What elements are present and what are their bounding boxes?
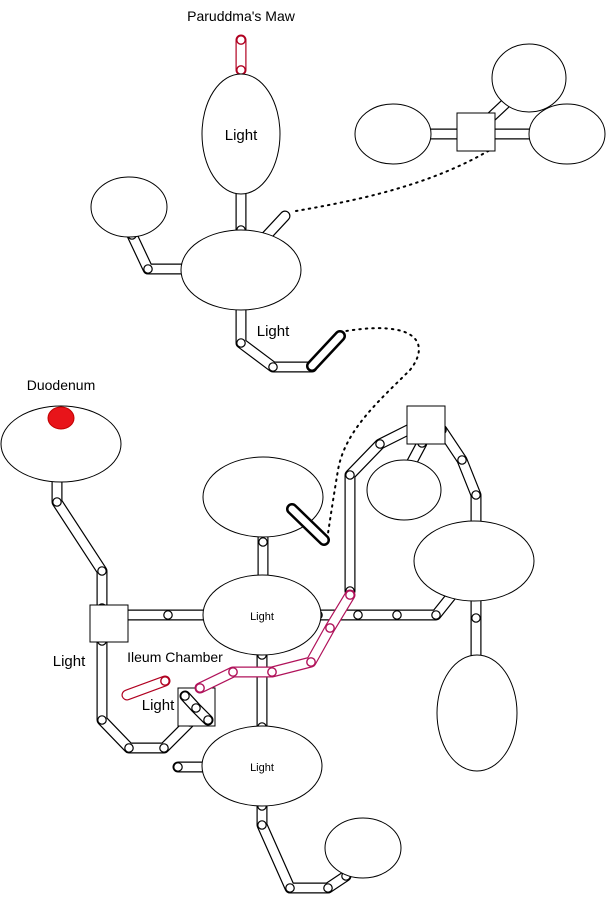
corridor-duodenum-down-fill: [52, 460, 107, 613]
room-bottom-right[interactable]: [324, 817, 402, 879]
corridor-joint: [203, 715, 213, 725]
corridor-joint: [52, 497, 62, 507]
corridor-joint: [173, 762, 183, 772]
junction-middle-right[interactable]: [406, 405, 446, 445]
corridor-bold-lower-fill: [288, 505, 328, 544]
room-upper-left[interactable]: [90, 176, 168, 238]
corridor-upper-south-fill: [236, 297, 317, 372]
corridor-joint: [268, 362, 278, 372]
title-paruddmas-maw: Paruddma's Maw: [187, 8, 296, 24]
corridor-junction-to-right-fill: [437, 425, 481, 535]
corridor-joint: [471, 490, 481, 500]
corridor-joint: [159, 743, 169, 753]
corridor-joint: [345, 590, 355, 600]
label-light-left-junction: Light: [53, 653, 86, 670]
corridor-joint: [97, 566, 107, 576]
corridor-joint: [163, 610, 173, 620]
room-right-tall[interactable]: [436, 654, 518, 772]
junction-top-right[interactable]: [456, 112, 496, 152]
label-light-top-room: Light: [225, 127, 258, 144]
label-light-bottom-room: Light: [250, 762, 274, 774]
label-ileum-chamber: Ileum Chamber: [127, 649, 223, 665]
room-top-right-east[interactable]: [528, 103, 606, 165]
room-paruddmas-maw[interactable]: [201, 73, 281, 195]
corridor-joint: [375, 439, 385, 449]
corridor-overlay: [121, 503, 356, 726]
corridor-joint: [180, 691, 190, 701]
label-light-upper-corridor: Light: [257, 323, 290, 340]
corridor-joint: [228, 667, 238, 677]
label-light-center-room: Light: [250, 611, 274, 623]
corridor-joint: [236, 65, 246, 75]
corridor-joint: [236, 35, 246, 45]
room-top-right-north[interactable]: [491, 43, 567, 113]
corridor-joint: [323, 883, 333, 893]
dotted-link-middle: [326, 327, 420, 541]
room-middle-right-small[interactable]: [366, 459, 442, 521]
corridor-joint: [306, 657, 316, 667]
room-duodenum[interactable]: [0, 405, 122, 483]
corridor-magenta-route-fill: [195, 590, 355, 693]
corridor-joint: [236, 338, 246, 348]
corridor-joint: [267, 667, 277, 677]
label-light-small-junction: Light: [142, 697, 175, 714]
corridor-mid-up-fill: [345, 423, 417, 596]
corridor-joint: [191, 703, 201, 713]
corridor-joint: [353, 610, 363, 620]
duodenum-marker-icon: [47, 406, 75, 430]
corridor-joint: [392, 610, 402, 620]
corridor-joint: [285, 883, 295, 893]
corridor-joint: [345, 470, 355, 480]
junction-left[interactable]: [89, 604, 129, 643]
corridor-joint: [257, 820, 267, 830]
corridor-joint: [195, 683, 205, 693]
label-duodenum: Duodenum: [27, 377, 96, 393]
corridor-joint: [258, 537, 268, 547]
corridor-joint: [471, 613, 481, 623]
corridor-joint: [325, 623, 335, 633]
room-bottom-light[interactable]: [201, 725, 323, 807]
corridor-joint: [97, 715, 107, 725]
corridor-bold-upper-fill: [308, 332, 344, 370]
corridor-joint: [124, 743, 134, 753]
corridor-network: [51, 34, 535, 894]
corridor-joint: [431, 610, 441, 620]
room-top-right-west[interactable]: [354, 103, 432, 165]
room-right-large[interactable]: [413, 520, 535, 602]
corridor-joint: [457, 455, 467, 465]
corridor-ileum-red-fill: [122, 676, 170, 700]
corridor-joint: [143, 264, 153, 274]
room-upper-center[interactable]: [180, 229, 302, 311]
room-center-light[interactable]: [202, 574, 322, 656]
corridor-joint: [160, 676, 170, 686]
